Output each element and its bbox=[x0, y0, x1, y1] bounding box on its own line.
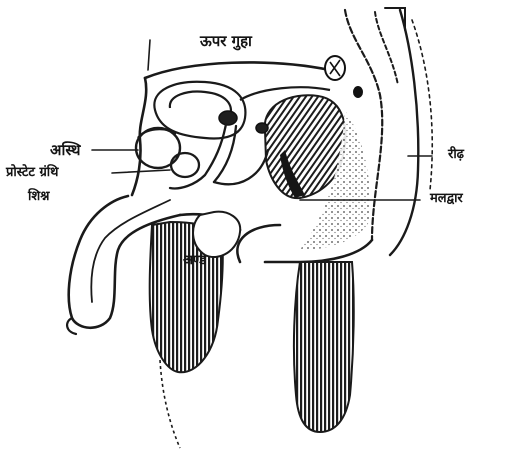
label-top: ऊपर गुहा bbox=[200, 34, 252, 49]
leader-lines bbox=[92, 40, 432, 200]
pubic-bone bbox=[136, 128, 180, 168]
leg-mass bbox=[294, 262, 354, 432]
testis-outline bbox=[193, 212, 240, 257]
label-right-1: रीढ़ bbox=[448, 148, 464, 161]
label-center: अण्ड bbox=[183, 254, 206, 267]
label-left-1: अस्थि bbox=[50, 143, 80, 158]
testis-lower-drip bbox=[160, 360, 180, 448]
urethra-tube bbox=[170, 124, 268, 188]
kidney-bulb bbox=[325, 56, 362, 97]
label-right-2: मलद्वार bbox=[430, 192, 463, 205]
label-left-3: शिश्न bbox=[28, 190, 49, 203]
label-left-2: प्रोस्टेट ग्रंथि bbox=[6, 166, 58, 179]
